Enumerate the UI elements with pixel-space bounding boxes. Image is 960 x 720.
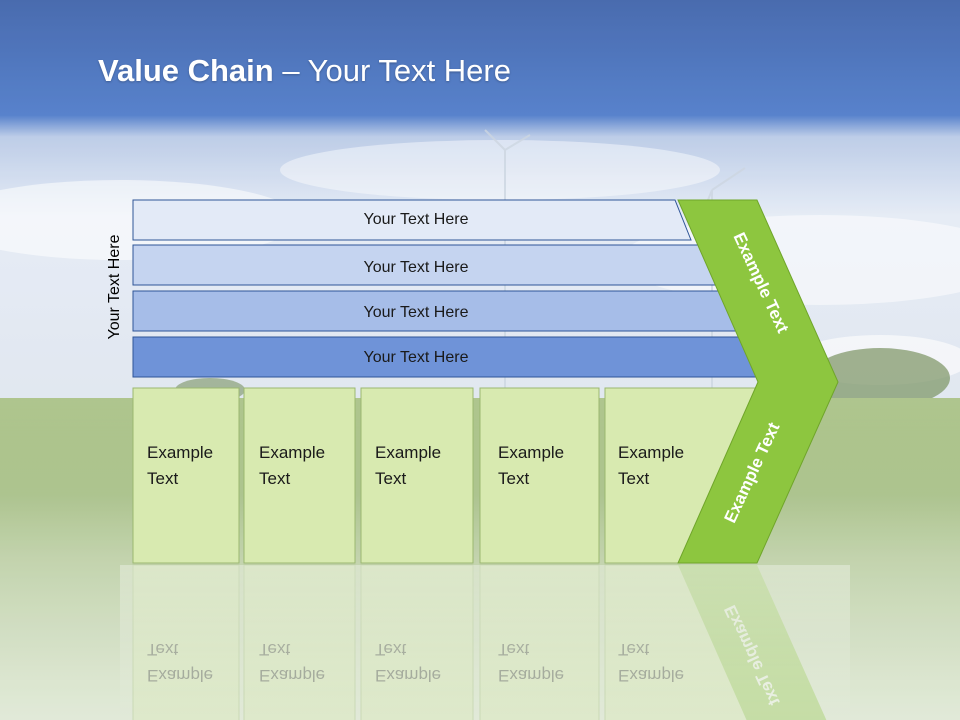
primary-box-label: Text <box>498 469 529 488</box>
slide-title: Value Chain – Your Text Here <box>98 53 511 88</box>
primary-box-label: Text <box>147 469 178 488</box>
primary-box-label: Text <box>375 469 406 488</box>
primary-box-label: Example <box>147 443 213 462</box>
support-bar-label: Your Text Here <box>364 304 469 321</box>
primary-box-4 <box>479 387 600 564</box>
primary-box-label: Example <box>498 443 564 462</box>
primary-box-label: Text <box>618 469 649 488</box>
primary-box-2 <box>243 387 356 564</box>
primary-box-3 <box>360 387 474 564</box>
margin-chevron <box>677 199 839 564</box>
support-bar-label: Your Text Here <box>364 211 469 228</box>
reflection-fade <box>120 565 850 720</box>
primary-box-label: Example <box>259 443 325 462</box>
primary-box-label: Example <box>618 443 684 462</box>
support-bar-1 <box>132 199 692 241</box>
primary-box-label: Example <box>375 443 441 462</box>
primary-box-label: Text <box>259 469 290 488</box>
support-bar-label: Your Text Here <box>364 349 469 366</box>
primary-box-1 <box>132 387 240 564</box>
support-bar-label: Your Text Here <box>364 259 469 276</box>
